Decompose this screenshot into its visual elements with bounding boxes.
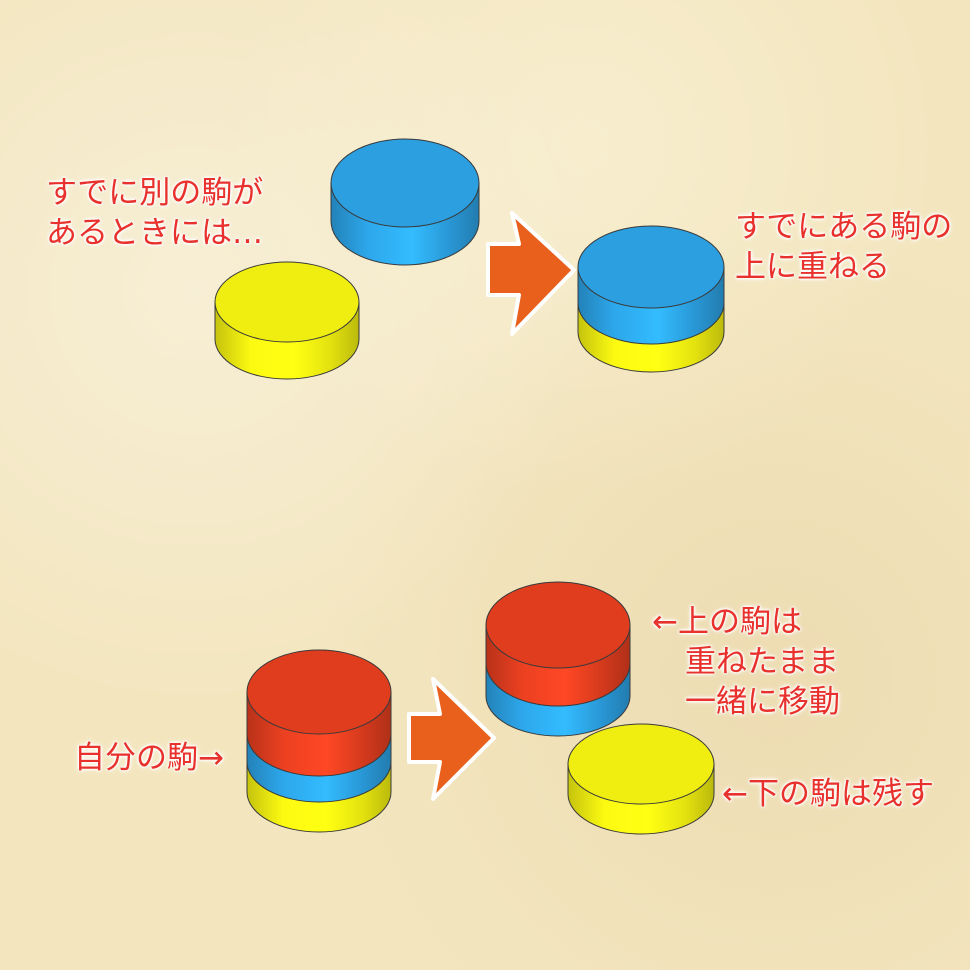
arrow-right-bottom [407, 677, 496, 801]
piece-blue-before [330, 138, 480, 266]
label-stack-line1: すでにある駒の [735, 209, 953, 245]
piece-blue-stacked-top [577, 225, 725, 309]
piece-blue-stacked [577, 225, 725, 345]
label-own-piece: 自分の駒→ [74, 738, 224, 778]
label-own-piece-text: 自分の駒→ [74, 740, 224, 776]
label-lower: ←下の駒は残す [722, 774, 934, 814]
piece-red-moved-top [485, 581, 631, 669]
label-upper-line1: ←上の駒は [652, 604, 802, 640]
label-stack-line2: 上に重ねる [735, 249, 890, 285]
label-before-line1: すでに別の駒が [46, 175, 264, 211]
piece-yellow-before-top [214, 261, 360, 343]
label-upper-line2: 重ねたまま [685, 644, 840, 680]
label-upper-line3: 一緒に移動 [685, 684, 840, 720]
piece-blue-before-top [330, 138, 480, 228]
piece-red-moved [485, 581, 631, 707]
label-before-line2: あるときには… [46, 215, 263, 251]
piece-yellow-before [214, 261, 360, 380]
pieces-layer [214, 138, 725, 835]
piece-yellow-left-top [567, 723, 715, 805]
label-stack: すでにある駒の 上に重ねる [735, 207, 952, 287]
arrow-right-top [486, 211, 576, 336]
label-before: すでに別の駒が あるときには… [46, 173, 263, 253]
label-upper: ←上の駒は 重ねたまま 一緒に移動 [652, 602, 840, 722]
piece-red-own-stack [246, 649, 392, 777]
arrows-layer [407, 211, 576, 801]
piece-yellow-left [567, 723, 715, 835]
piece-red-own-stack-top [246, 649, 392, 735]
label-lower-text: ←下の駒は残す [722, 776, 934, 812]
